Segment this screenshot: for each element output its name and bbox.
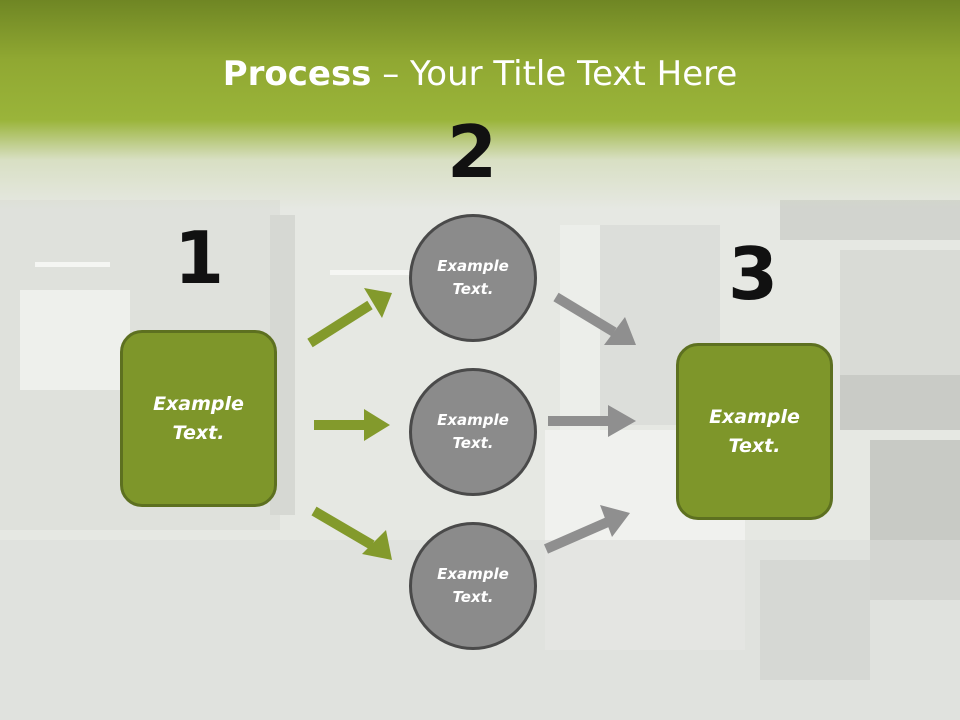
step-number-1: 1 — [173, 216, 225, 300]
step-number-2: 2 — [446, 110, 498, 194]
circle-bottom: Example Text. — [409, 522, 537, 650]
arrow-1-to-bottom — [311, 506, 392, 560]
step-1-box-text: Example Text. — [153, 392, 244, 444]
circle-middle: Example Text. — [409, 368, 537, 496]
step-1-box: Example Text. — [120, 330, 277, 507]
step-3-box-text: Example Text. — [709, 405, 800, 457]
slide-title: Process – Your Title Text Here — [0, 52, 960, 96]
header-band — [0, 0, 960, 210]
step-number-3: 3 — [727, 232, 779, 316]
arrow-1-to-middle — [314, 409, 390, 441]
arrow-top-to-3 — [553, 292, 636, 345]
title-rest-part: – Your Title Text Here — [371, 54, 738, 94]
arrow-1-to-top — [307, 288, 392, 348]
circle-bottom-text: Example Text. — [437, 565, 509, 606]
circle-top: Example Text. — [409, 214, 537, 342]
arrow-bottom-to-3 — [543, 505, 630, 554]
arrow-middle-to-3 — [548, 405, 636, 437]
circle-middle-text: Example Text. — [437, 411, 509, 452]
circle-top-text: Example Text. — [437, 257, 509, 298]
title-bold-part: Process — [222, 54, 372, 94]
step-3-box: Example Text. — [676, 343, 833, 520]
